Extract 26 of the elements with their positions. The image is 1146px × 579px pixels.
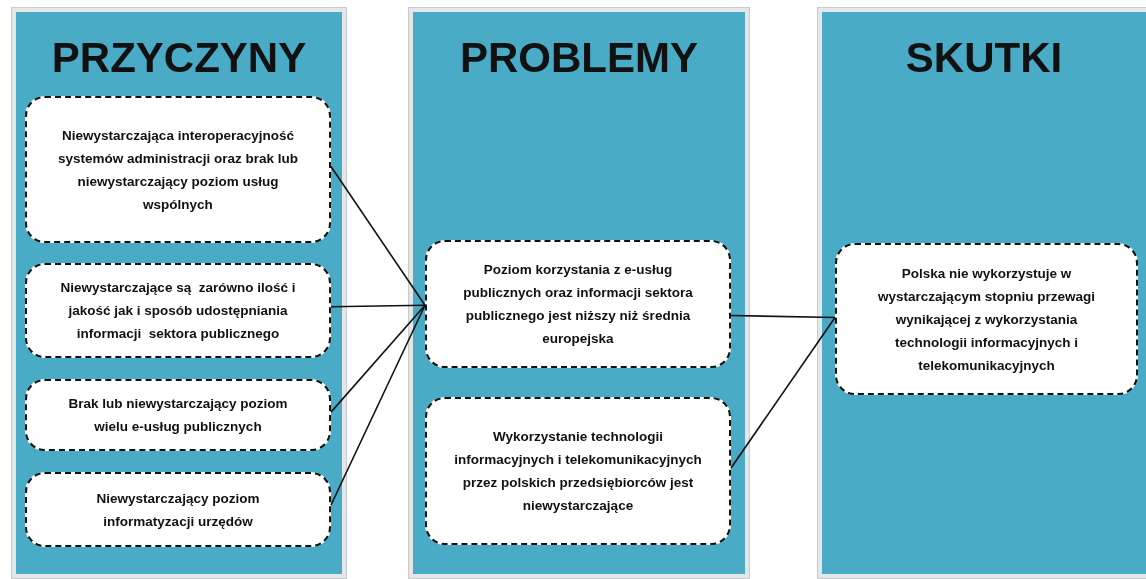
text-box — [425, 397, 731, 545]
connector-line — [330, 165, 426, 307]
text-box — [25, 263, 331, 358]
box-text: Niewystarczająca interoperacyjność systemów administracji oraz brak lub niewystarczający poziom usług wspólnych — [56, 126, 300, 214]
text-box — [25, 472, 331, 547]
connector-line — [730, 316, 836, 469]
column-heading: SKUTKI — [904, 34, 1064, 82]
text-box — [835, 243, 1138, 395]
connector-line — [330, 304, 426, 413]
column-heading: PROBLEMY — [459, 34, 699, 82]
connector-line — [730, 314, 836, 319]
box-text: Niewystarczające są zarówno ilość i jakość jak i sposób udostępniania informacji sektora publicznego — [59, 279, 297, 343]
text-box — [25, 379, 331, 451]
box-text: Poziom korzystania z e-usług publicznych oraz informacji sektora publicznego jest niższy niż średnia europejska — [462, 261, 694, 348]
box-text: Polska nie wykorzystuje w wystarczającym stopniu przewagi wynikającej z wykorzystania technologii informacyjnych i telekomunikacyjnych — [877, 264, 1096, 375]
box-text: Wykorzystanie technologii informacyjnych i telekomunikacyjnych przez polskich przedsiębiorców jest niewystarczające — [453, 428, 703, 515]
column-panel — [818, 8, 1146, 578]
box-text: Brak lub niewystarczający poziom wielu e-usług publicznych — [67, 395, 289, 436]
connector-line — [330, 304, 426, 506]
column-panel — [12, 8, 346, 578]
box-text: Niewystarczający poziom informatyzacji urzędów — [95, 489, 261, 531]
column-panel — [409, 8, 749, 578]
text-box — [425, 240, 731, 368]
column-heading: PRZYCZYNY — [50, 34, 308, 82]
text-box — [25, 96, 331, 243]
connector-line — [330, 304, 426, 308]
